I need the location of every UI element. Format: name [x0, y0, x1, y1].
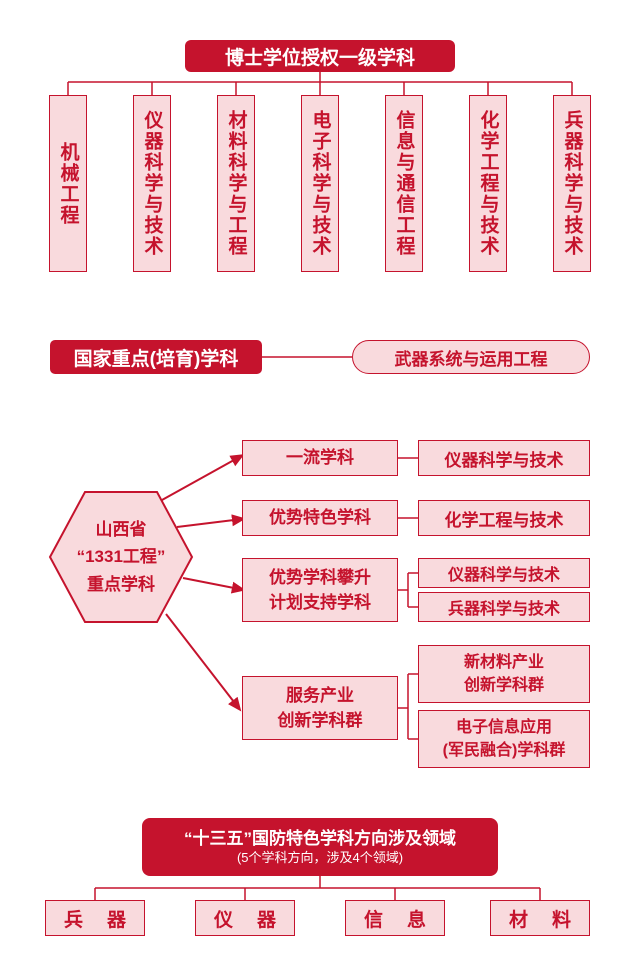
field-label: 兵器: [63, 909, 150, 931]
box-service-industry-cluster: 服务产业 创新学科群: [242, 676, 398, 740]
box-first-class-discipline: 一流学科: [242, 440, 398, 476]
arrow-to-advantage: [176, 514, 246, 528]
box-climbing-plan-discipline: 优势学科攀升 计划支持学科: [242, 558, 398, 622]
doctoral-discipline-box: 兵器科学与技术: [553, 95, 591, 272]
doctoral-discipline-label: 仪器科学与技术: [141, 110, 163, 257]
shanxi-1331-hexagon-label: 山西省 “1331工程” 重点学科: [76, 520, 166, 594]
linked-discipline-box: 电子信息应用 (军民融合)学科群: [418, 710, 590, 768]
top-tree-connector: [67, 72, 573, 95]
field-box-instruments: 仪器: [195, 900, 295, 936]
five-year-plan-subtitle: (5个学科方向，涉及4个领域): [236, 850, 404, 866]
doctoral-discipline-label: 机械工程: [57, 141, 79, 226]
field-label: 信息: [363, 909, 450, 931]
five-year-plan-title: “十三五”国防特色学科方向涉及领域: [184, 828, 456, 848]
arrow-to-service-industry: [165, 613, 242, 712]
doctoral-discipline-box: 仪器科学与技术: [133, 95, 171, 272]
field-box-weapons: 兵器: [45, 900, 145, 936]
doctoral-discipline-box: 机械工程: [49, 95, 87, 272]
linked-discipline-box: 新材料产业 创新学科群: [418, 645, 590, 703]
doctoral-discipline-label: 化学工程与技术: [477, 110, 499, 257]
field-label: 仪器: [213, 909, 300, 931]
national-key-discipline-box: 武器系统与运用工程: [352, 340, 590, 374]
doctoral-discipline-box: 化学工程与技术: [469, 95, 507, 272]
doctoral-discipline-label: 信息与通信工程: [393, 110, 415, 257]
field-label: 材料: [508, 909, 595, 931]
doctoral-discipline-label: 兵器科学与技术: [561, 110, 583, 257]
doctoral-discipline-label: 材料科学与工程: [225, 110, 247, 257]
bottom-tree-connector: [94, 876, 541, 900]
national-key-label: 国家重点(培育)学科: [50, 340, 262, 374]
linked-discipline-box: 仪器科学与技术: [418, 558, 590, 588]
field-box-materials: 材料: [490, 900, 590, 936]
box-advantage-feature-discipline: 优势特色学科: [242, 500, 398, 536]
hexagon-shape: [48, 491, 194, 623]
field-box-information: 信息: [345, 900, 445, 936]
doctoral-discipline-box: 材料科学与工程: [217, 95, 255, 272]
doctoral-discipline-label: 电子科学与技术: [309, 110, 331, 257]
doctoral-discipline-box: 电子科学与技术: [301, 95, 339, 272]
linked-discipline-box: 兵器科学与技术: [418, 592, 590, 622]
doctoral-discipline-box: 信息与通信工程: [385, 95, 423, 272]
linked-discipline-box: 仪器科学与技术: [418, 440, 590, 476]
arrow-to-climbing-plan: [182, 577, 246, 594]
arrow-to-first-class: [161, 454, 245, 501]
linked-discipline-box: 化学工程与技术: [418, 500, 590, 536]
doctoral-banner: 博士学位授权一级学科: [185, 40, 455, 72]
row-connectors: [398, 457, 418, 740]
five-year-plan-banner: “十三五”国防特色学科方向涉及领域 (5个学科方向，涉及4个领域): [142, 818, 498, 876]
